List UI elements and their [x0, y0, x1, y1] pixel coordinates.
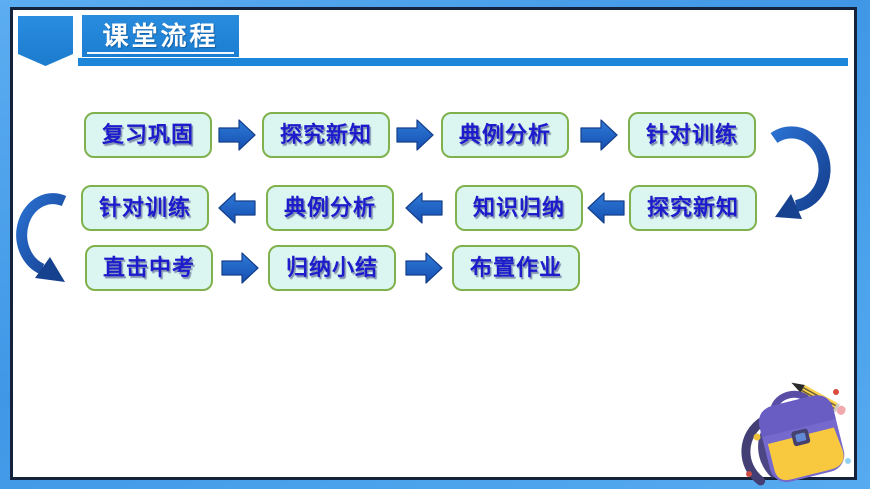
flow-arrow-left-icon — [587, 192, 625, 224]
flow-arrow-right-icon — [580, 119, 618, 151]
flow-step-example-analysis: 典例分析 — [441, 112, 569, 158]
flow-arrow-left-icon — [405, 192, 443, 224]
title-underline — [87, 52, 234, 54]
red-dot — [833, 389, 839, 395]
flow-arrow-left-icon — [218, 192, 256, 224]
flow-arrow-right-icon — [218, 119, 256, 151]
blue-dot — [845, 458, 851, 464]
header-divider-bar — [78, 58, 848, 66]
flow-step-explore: 探究新知 — [262, 112, 390, 158]
yellow-dot — [753, 433, 761, 441]
flow-step-knowledge-summary: 知识归纳 — [455, 185, 583, 231]
flow-step-homework: 布置作业 — [452, 245, 580, 291]
flow-step-explore: 探究新知 — [629, 185, 757, 231]
flow-arrow-right-icon — [405, 252, 443, 284]
flow-step-example-analysis: 典例分析 — [266, 185, 394, 231]
red-dot — [746, 471, 752, 477]
flow-step-targeted-practice: 针对训练 — [81, 185, 209, 231]
flow-step-targeted-practice: 针对训练 — [628, 112, 756, 158]
flow-arrow-right-icon — [221, 252, 259, 284]
backpack-icon — [741, 390, 845, 486]
flow-arrow-right-icon — [396, 119, 434, 151]
header-ribbon-bookmark-icon — [18, 16, 73, 66]
decorations — [741, 382, 851, 486]
curved-arrow-down-left-icon — [770, 126, 831, 219]
flow-step-lesson-summary: 归纳小结 — [268, 245, 396, 291]
page-title: 课堂流程 — [82, 15, 239, 57]
page-title-text: 课堂流程 — [102, 21, 219, 51]
slide-content-area — [10, 7, 857, 480]
flow-step-exam-focus: 直击中考 — [85, 245, 213, 291]
flow-step-review: 复习巩固 — [84, 112, 212, 158]
curved-arrow-down-right-icon — [16, 193, 67, 282]
